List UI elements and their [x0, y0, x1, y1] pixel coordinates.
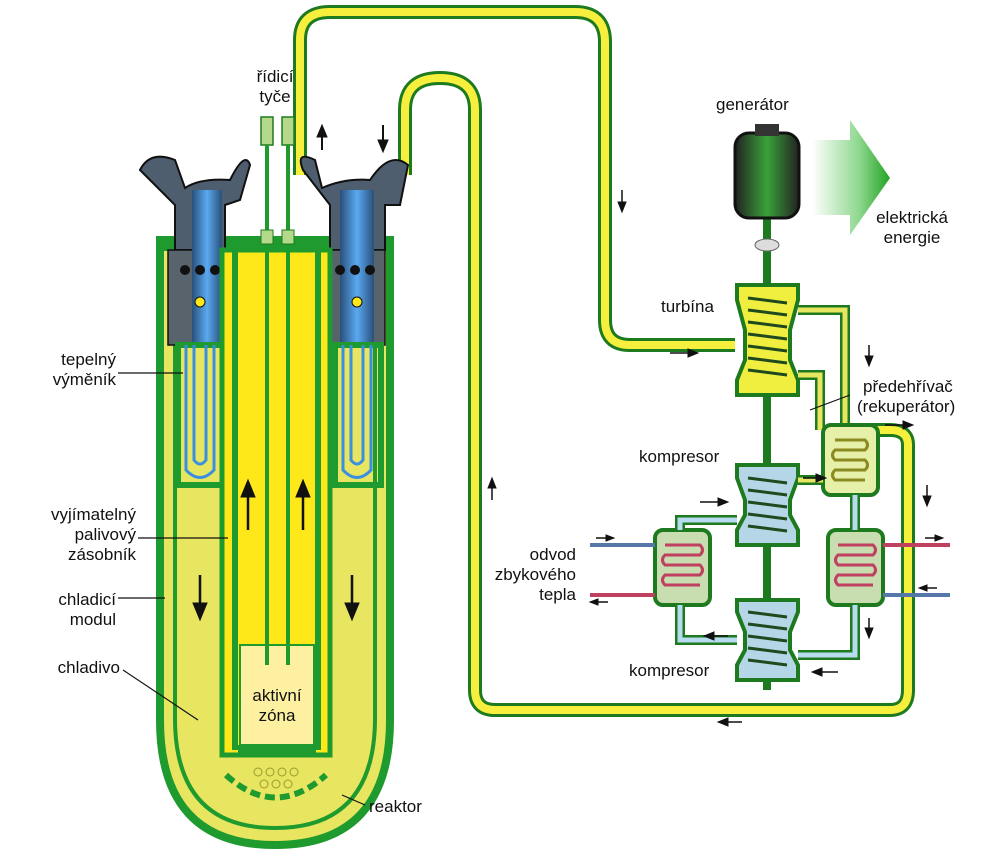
leader-lines: [118, 372, 851, 806]
compressor-top: [735, 463, 800, 547]
fuel-module: [219, 247, 333, 758]
label-reaktor: reaktor: [369, 797, 422, 816]
return-pipe-loop: [398, 70, 915, 717]
label-modul: modul: [69, 610, 116, 629]
label-palivovy: palivový: [74, 525, 136, 544]
label-turbina: turbína: [661, 297, 714, 316]
vessel-top-plate: [160, 243, 390, 251]
compressor-bottom: [735, 598, 800, 682]
label-vymenik: výměník: [52, 370, 116, 389]
label-tepla: tepla: [539, 585, 576, 604]
label-chladici: chladicí: [58, 590, 116, 609]
cold-loop-pipes: [675, 475, 860, 660]
label-energie: energie: [883, 228, 941, 247]
label-zasobnik: zásobník: [67, 545, 136, 564]
label-chladivo: chladivo: [57, 658, 120, 677]
label-aktivni: aktivní: [252, 686, 302, 705]
hot-pipe-loop: [293, 5, 735, 352]
label-predehrivac: předehřívač: [863, 377, 953, 396]
control-rods: [260, 116, 295, 665]
turbine-bypass-pipes: [798, 305, 850, 430]
cooler-left: [653, 528, 712, 607]
label-odvod: odvod: [529, 545, 576, 564]
label-ridici: řídicí: [256, 67, 294, 86]
recuperator: [821, 423, 880, 497]
heat-exchanger-right: [299, 155, 410, 488]
generator: [733, 124, 801, 252]
waste-heat-lines: [590, 543, 950, 597]
label-generator: generátor: [716, 95, 789, 114]
electric-energy-arrow: [812, 120, 890, 235]
label-kompresor-bottom: kompresor: [629, 661, 710, 680]
label-zbykoveho: zbykového: [494, 565, 576, 584]
label-elektricka: elektrická: [876, 208, 948, 227]
label-vyjimatelny: vyjímatelný: [50, 505, 136, 524]
label-zona: zóna: [258, 706, 296, 725]
label-tepelny: tepelný: [61, 350, 116, 369]
flow-arrows-pcu: [588, 345, 945, 727]
core-bottom-grid: [223, 745, 328, 801]
label-kompresor-top: kompresor: [639, 447, 720, 466]
cooler-right: [826, 528, 885, 607]
flow-arrows-vessel: [192, 123, 627, 622]
shaft: [763, 215, 771, 690]
label-rekuperator: (rekuperátor): [857, 397, 956, 416]
label-tyce: tyče: [259, 87, 291, 106]
turbine: [735, 283, 800, 397]
